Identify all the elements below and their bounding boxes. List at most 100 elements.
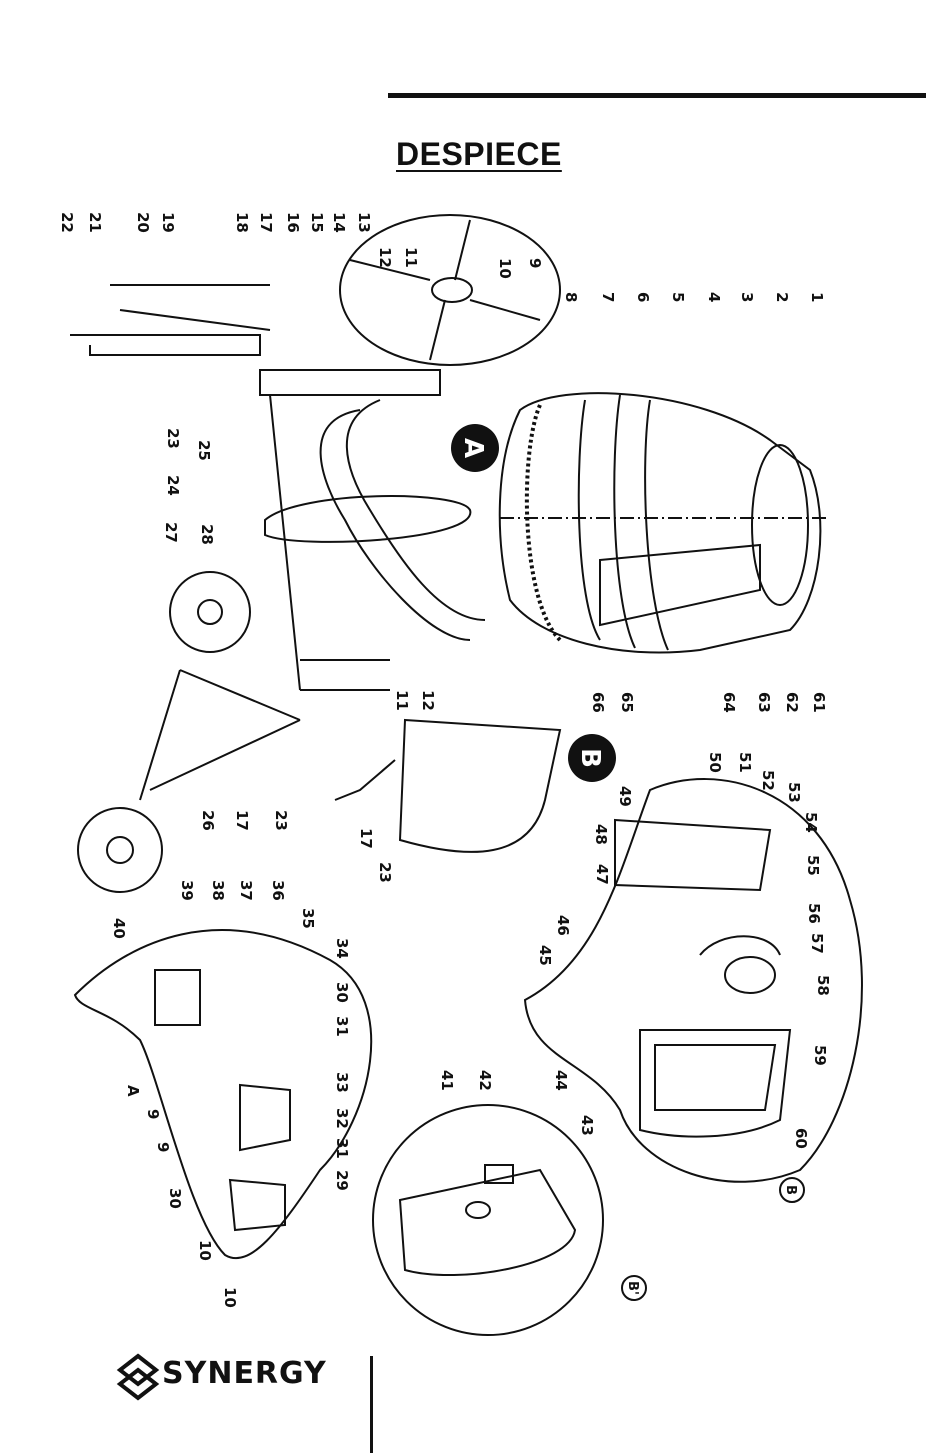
stand-leg xyxy=(140,670,300,800)
part-callout-18: 18 xyxy=(233,212,251,233)
wheel-lower xyxy=(78,808,162,892)
part-callout-23: 23 xyxy=(376,862,394,883)
part-callout-9: 9 xyxy=(144,1109,162,1119)
callouts-bottom-frame: 11121723261723656661626364 xyxy=(199,690,828,883)
part-callout-60: 60 xyxy=(792,1128,810,1149)
part-callout-20: 20 xyxy=(134,212,152,233)
badge-b-small: B xyxy=(780,1178,804,1202)
part-callout-46: 46 xyxy=(554,915,572,936)
part-callout-16: 16 xyxy=(284,212,302,233)
part-callout-12: 12 xyxy=(419,690,437,711)
switch-box xyxy=(400,1170,575,1275)
drum-body xyxy=(500,393,821,652)
part-callout-27: 27 xyxy=(162,522,180,543)
part-callout-23: 23 xyxy=(272,810,290,831)
part-callout-17: 17 xyxy=(233,810,251,831)
part-callout-30: 30 xyxy=(166,1188,184,1209)
part-callout-62: 62 xyxy=(783,692,801,713)
part-callout-38: 38 xyxy=(209,880,227,901)
part-callout-14: 14 xyxy=(330,212,348,233)
brand-name: SYNERGY xyxy=(162,1356,327,1391)
part-callout-45: 45 xyxy=(536,945,554,966)
hand-wheel xyxy=(340,215,560,365)
part-callout-12: 12 xyxy=(376,247,394,268)
part-callout-23: 23 xyxy=(164,428,182,449)
part-callout-49: 49 xyxy=(616,786,634,807)
part-callout-3: 3 xyxy=(738,292,756,302)
detail-a-outline xyxy=(75,930,371,1258)
part-callout-53: 53 xyxy=(785,782,803,803)
part-callout-8: 8 xyxy=(562,292,580,302)
wheel-upper xyxy=(170,572,250,652)
part-callout-21: 21 xyxy=(86,212,104,233)
part-callout-42: 42 xyxy=(476,1070,494,1091)
part-callout-36: 36 xyxy=(269,880,287,901)
badge-a: A xyxy=(451,424,499,472)
part-callout-61: 61 xyxy=(810,692,828,713)
part-callout-22: 22 xyxy=(58,212,76,233)
part-callout-13: 13 xyxy=(355,212,373,233)
motor-housing xyxy=(400,720,560,852)
callouts-detail-b-prime: 41 42 xyxy=(438,1070,494,1091)
part-callout-10: 10 xyxy=(496,258,514,279)
part-callout-25: 25 xyxy=(195,440,213,461)
part-callout-35: 35 xyxy=(299,908,317,929)
motor-cover-plate xyxy=(615,820,770,890)
part-callout-64: 64 xyxy=(720,692,738,713)
part-callout-31: 31 xyxy=(333,1016,351,1037)
part-callout-44: 44 xyxy=(552,1070,570,1091)
part-callout-55: 55 xyxy=(804,855,822,876)
part-callout-9: 9 xyxy=(154,1142,172,1152)
badge-b-prime-text: B' xyxy=(625,1281,640,1295)
part-callout-1: 1 xyxy=(808,292,826,302)
part-callout-11: 11 xyxy=(393,690,411,711)
part-callout-33: 33 xyxy=(333,1072,351,1093)
part-callout-50: 50 xyxy=(706,752,724,773)
part-callout-10: 10 xyxy=(221,1287,239,1308)
badge-a-text: A xyxy=(458,438,488,458)
part-callout-65: 65 xyxy=(618,692,636,713)
part-callout-56: 56 xyxy=(805,903,823,924)
part-callout-58: 58 xyxy=(814,975,832,996)
badge-b-prime: B' xyxy=(622,1276,646,1300)
part-callout-28: 28 xyxy=(198,524,216,545)
part-callout-7: 7 xyxy=(599,292,617,302)
detail-b-outline xyxy=(525,779,862,1182)
part-callout-24: 24 xyxy=(164,475,182,496)
badge-b-small-text: B xyxy=(783,1185,798,1195)
part-callout-6: 6 xyxy=(634,292,652,302)
part-callout-34: 34 xyxy=(333,938,351,959)
frame-upright xyxy=(70,335,260,355)
part-callout-31: 31 xyxy=(333,1138,351,1159)
part-callout-51: 51 xyxy=(736,752,754,773)
detail-a-label: A xyxy=(124,1085,142,1097)
belt xyxy=(700,936,780,955)
part-callout-59: 59 xyxy=(811,1045,829,1066)
part-callout-63: 63 xyxy=(755,692,773,713)
part-callout-47: 47 xyxy=(593,864,611,885)
drum-ring-gear xyxy=(527,405,560,640)
part-callout-41: 41 xyxy=(438,1070,456,1091)
part-callout-2: 2 xyxy=(773,292,791,302)
badge-b: B xyxy=(568,734,616,782)
badge-b-text: B xyxy=(575,748,605,768)
pulley xyxy=(725,957,775,993)
shaft-a xyxy=(265,496,470,542)
part-callout-66: 66 xyxy=(589,692,607,713)
yoke-tube xyxy=(321,410,470,640)
part-callout-48: 48 xyxy=(592,824,610,845)
part-callout-11: 11 xyxy=(402,247,420,268)
part-callout-17: 17 xyxy=(257,212,275,233)
part-callout-26: 26 xyxy=(199,810,217,831)
part-callout-43: 43 xyxy=(578,1115,596,1136)
part-callout-39: 39 xyxy=(178,880,196,901)
part-callout-52: 52 xyxy=(759,770,777,791)
frame-rail-top xyxy=(260,370,440,395)
part-callout-10: 10 xyxy=(196,1240,214,1261)
part-callout-30: 30 xyxy=(333,982,351,1003)
part-callout-19: 19 xyxy=(159,212,177,233)
part-callout-40: 40 xyxy=(110,918,128,939)
